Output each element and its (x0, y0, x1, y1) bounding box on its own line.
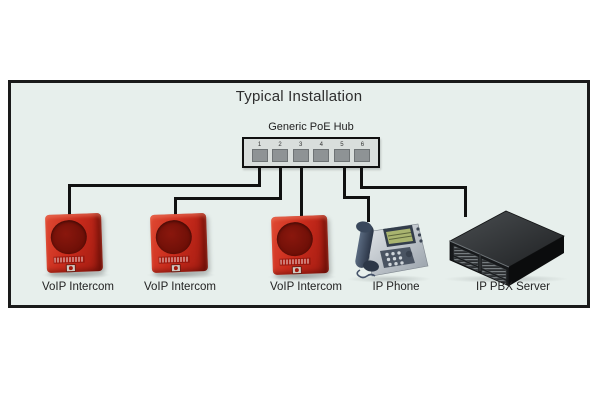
port-number: 2 (278, 142, 282, 148)
wire-segment (360, 168, 363, 189)
wire-segment (174, 197, 282, 200)
hub-port-2: 2 (272, 142, 289, 162)
call-button-icon (291, 265, 303, 275)
wire-segment (279, 168, 282, 200)
ethernet-port-icon (313, 149, 330, 162)
wire-segment (68, 184, 261, 187)
wire-segment (464, 186, 467, 217)
hub-port-4: 4 (313, 142, 330, 162)
ethernet-port-icon (292, 149, 309, 162)
device-shadow (267, 273, 337, 281)
hub-port-6: 6 (354, 142, 371, 162)
emergency-label-strip (54, 256, 84, 263)
wire-segment (343, 168, 346, 199)
device-shadow (347, 275, 431, 283)
device-label-voip-intercom-2: VoIP Intercom (143, 281, 217, 293)
device-shadow (146, 271, 216, 279)
call-button-icon (170, 263, 182, 273)
port-number: 6 (360, 142, 365, 148)
wire-segment (258, 168, 261, 187)
hub-port-3: 3 (292, 142, 309, 162)
voip-intercom-3 (271, 215, 329, 275)
port-number: 1 (257, 142, 262, 148)
hub-port-1: 1 (251, 142, 268, 162)
speaker-grille-icon (276, 221, 314, 257)
poe-hub: 1 2 3 4 5 6 (242, 137, 380, 168)
wire-segment (68, 184, 71, 215)
ethernet-port-icon (354, 149, 371, 162)
emergency-label-strip (159, 256, 189, 263)
call-button-icon (65, 263, 77, 273)
voip-intercom-2 (150, 213, 208, 273)
hub-label: Generic PoE Hub (268, 121, 354, 133)
speaker-grille-icon (50, 219, 88, 255)
wire-segment (343, 196, 370, 199)
speaker-grille-icon (155, 219, 193, 255)
port-number: 5 (340, 142, 344, 148)
wire-segment (367, 196, 370, 222)
device-shadow (41, 271, 111, 279)
wire-segment (360, 186, 467, 189)
port-number: 4 (319, 142, 323, 148)
hub-port-5: 5 (333, 142, 350, 162)
ethernet-port-icon (251, 149, 268, 162)
ethernet-port-icon (333, 149, 350, 162)
port-number: 3 (299, 142, 303, 148)
ip-pbx-server-image (449, 210, 565, 287)
device-label-ip-phone: IP Phone (372, 281, 420, 293)
wire-segment (174, 197, 177, 216)
emergency-label-strip (280, 258, 310, 265)
ip-phone-image (355, 221, 429, 279)
device-label-voip-intercom-1: VoIP Intercom (41, 281, 115, 293)
diagram-title: Typical Installation (235, 88, 363, 105)
device-label-voip-intercom-3: VoIP Intercom (269, 281, 343, 293)
ethernet-port-icon (272, 149, 289, 162)
voip-intercom-1 (45, 213, 103, 273)
wire-segment (300, 168, 303, 217)
device-label-ip-pbx-server: IP PBX Server (476, 281, 550, 293)
installation-diagram-frame: Typical Installation Generic PoE Hub 1 2… (8, 80, 590, 308)
